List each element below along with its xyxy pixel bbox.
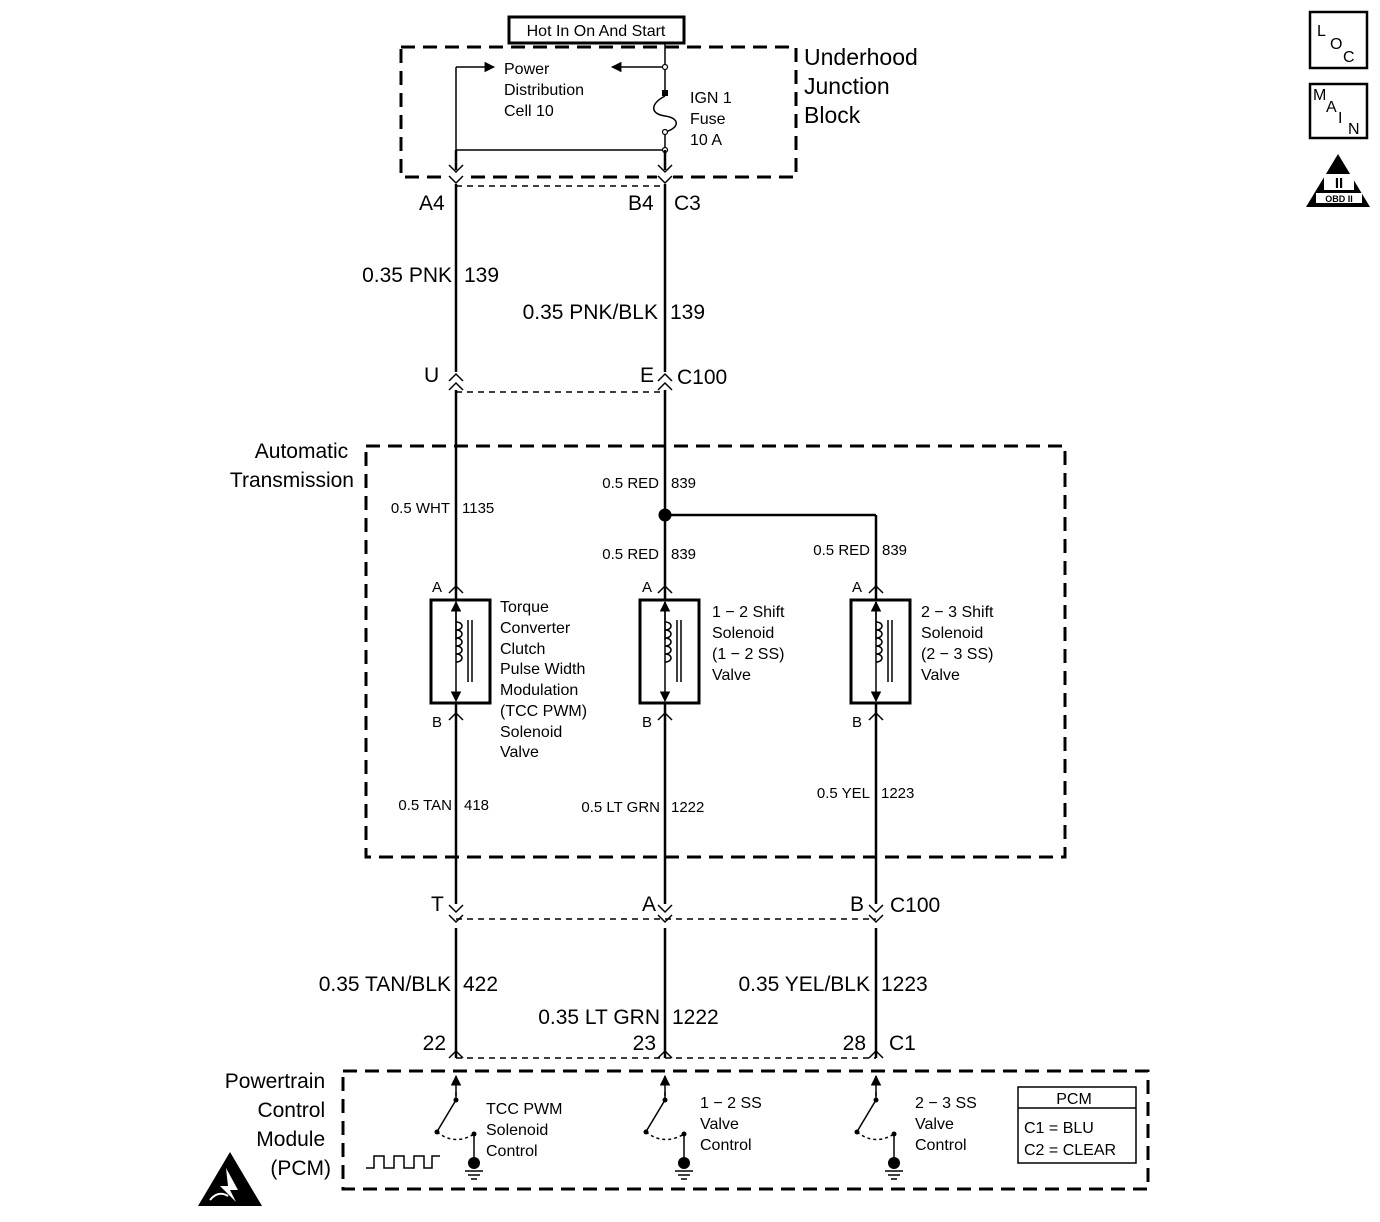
tcc-pwm-control-label: TCC PWM Solenoid Control (486, 1101, 567, 1160)
tcc-pin-b: B (432, 714, 442, 731)
svg-text:II: II (1335, 175, 1343, 192)
svg-text:A: A (1326, 99, 1337, 116)
main-button[interactable]: M A I N (1308, 82, 1369, 140)
wire-label-lt-grn: 0.5 LT GRN (581, 799, 660, 816)
automatic-transmission-title: Automatic Transmission (230, 440, 354, 492)
tcc-pin-a: A (432, 579, 442, 596)
svg-text:I: I (1338, 110, 1342, 127)
wire-label-pnk-blk: 0.35 PNK/BLK (523, 301, 658, 324)
automatic-transmission-outline (364, 444, 1067, 859)
pcm-connector-legend: PCM C1 = BLU C2 = CLEAR (1017, 1086, 1137, 1164)
wire-label-pnk: 0.35 PNK (362, 264, 452, 287)
fuse-icon (653, 90, 677, 136)
ss12-switch (643, 1074, 693, 1180)
solenoid-coil-icon (659, 600, 682, 703)
circuit-839-trunk: 839 (671, 475, 696, 492)
connector-pin-b-lower: B (850, 893, 864, 916)
connector-id-c100-upper: C100 (677, 366, 727, 389)
circuit-1223-outer: 1223 (881, 973, 928, 996)
shift-solenoid-2-3-label: 2 − 3 Shift Solenoid (2 − 3 SS) Valve (921, 604, 998, 684)
wire-label-red-right: 0.5 RED (813, 542, 870, 559)
svg-text:M: M (1313, 87, 1326, 104)
ss12-pin-b: B (642, 714, 652, 731)
circuit-839-mid: 839 (671, 546, 696, 563)
esd-warning-icon (198, 1152, 262, 1206)
underhood-junction-block-title: Underhood Junction Block (804, 44, 924, 128)
ign-fuse-label: IGN 1 Fuse 10 A (690, 90, 736, 149)
ss23-pin-b: B (852, 714, 862, 731)
pcm-legend-title: PCM (1056, 1091, 1092, 1108)
circuit-139-left: 139 (464, 264, 499, 287)
circuit-422: 422 (463, 973, 498, 996)
shift-solenoid-1-2 (638, 598, 701, 705)
switch-icon (434, 1097, 477, 1141)
splice-point (658, 508, 672, 522)
tcc-pwm-solenoid (429, 598, 492, 705)
ss23-switch (854, 1074, 903, 1180)
loc-button[interactable]: L O C (1308, 10, 1369, 70)
pcm-outline (341, 1069, 1150, 1191)
circuit-839-right: 839 (882, 542, 907, 559)
obd-ii-icon: II OBD II (1306, 154, 1370, 207)
power-distribution-cell-label: Power Distribution Cell 10 (504, 61, 588, 120)
tcc-pwm-switch (434, 1074, 483, 1180)
svg-text:O: O (1330, 36, 1342, 53)
circuit-1135: 1135 (462, 500, 494, 517)
connector-pin-a-lower: A (642, 893, 656, 916)
solenoid-coil-icon (870, 600, 893, 703)
ground-icon (465, 1157, 483, 1180)
connector-pin-b4: B4 (628, 192, 654, 215)
tcc-pwm-solenoid-label: Torque Converter Clutch Pulse Width Modu… (500, 599, 592, 761)
svg-text:N: N (1348, 121, 1360, 138)
connector-id-c1: C1 (889, 1032, 916, 1055)
switch-icon (854, 1097, 897, 1141)
switch-icon (643, 1097, 687, 1141)
hot-in-on-and-start-label: Hot In On And Start (507, 15, 686, 45)
svg-text:Hot In On And Start: Hot In On And Start (527, 23, 666, 40)
connector-pin-t: T (431, 893, 444, 916)
ss12-pin-a: A (642, 579, 652, 596)
wire-label-yel-blk: 0.35 YEL/BLK (738, 973, 870, 996)
wire-label-red-mid: 0.5 RED (602, 546, 659, 563)
connector-id-c100-lower: C100 (890, 894, 940, 917)
ss12-control-label: 1 − 2 SS Valve Control (700, 1095, 766, 1154)
connector-id-c3: C3 (674, 192, 701, 215)
connector-pin-a4: A4 (419, 192, 445, 215)
connector-symbols (448, 164, 884, 1059)
ground-icon (675, 1157, 693, 1180)
pcm-pin-23: 23 (633, 1032, 656, 1055)
shift-solenoid-1-2-label: 1 − 2 Shift Solenoid (1 − 2 SS) Valve (712, 604, 789, 684)
svg-text:C: C (1343, 49, 1355, 66)
ground-icon (885, 1157, 903, 1180)
pwm-waveform-icon (366, 1155, 440, 1169)
wire-label-tan-blk: 0.35 TAN/BLK (319, 973, 451, 996)
connector-pin-u: U (424, 364, 439, 387)
solenoid-coil-icon (450, 600, 473, 703)
pcm-legend-row-c1: C1 = BLU (1024, 1120, 1094, 1137)
circuit-1223-inner: 1223 (881, 785, 914, 802)
shift-solenoid-2-3 (849, 598, 912, 705)
wire-label-red-trunk: 0.5 RED (602, 475, 659, 492)
svg-text:OBD II: OBD II (1325, 194, 1353, 204)
circuit-139-right: 139 (670, 301, 705, 324)
circuit-418: 418 (464, 797, 489, 814)
svg-text:L: L (1317, 23, 1326, 40)
ss23-pin-a: A (852, 579, 862, 596)
connector-pin-e: E (640, 364, 654, 387)
wire-label-wht: 0.5 WHT (391, 500, 450, 517)
circuit-1222-inner: 1222 (671, 799, 704, 816)
pcm-pin-28: 28 (843, 1032, 866, 1055)
pcm-pin-22: 22 (423, 1032, 446, 1055)
wire-label-tan: 0.5 TAN (398, 797, 452, 814)
pcm-title: Powertrain Control Module (PCM) (225, 1070, 331, 1180)
circuit-1222-outer: 1222 (672, 1006, 719, 1029)
pcm-legend-row-c2: C2 = CLEAR (1024, 1142, 1116, 1159)
wire-label-yel: 0.5 YEL (817, 785, 870, 802)
wire-label-lt-grn-outer: 0.35 LT GRN (538, 1006, 660, 1029)
fuse-block-internal-wiring (455, 43, 669, 154)
ss23-control-label: 2 − 3 SS Valve Control (915, 1095, 981, 1154)
